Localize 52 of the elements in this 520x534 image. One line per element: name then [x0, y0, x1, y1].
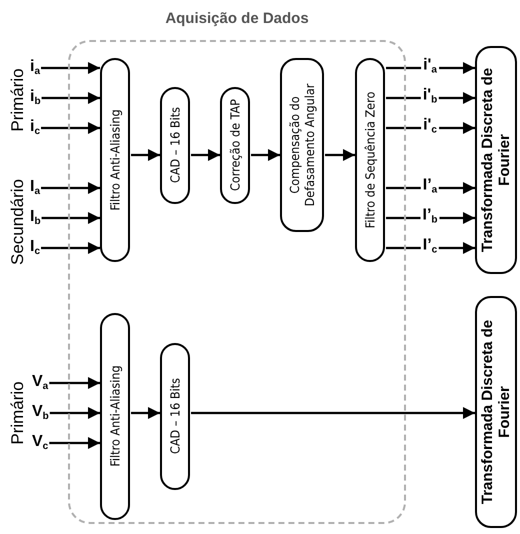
process-box [100, 58, 130, 262]
arrow [41, 182, 100, 194]
arrow [49, 376, 100, 390]
arrow [386, 122, 475, 134]
arrow [50, 406, 100, 420]
signal-label: i$_{c}$ [30, 118, 40, 141]
signal-label: i$_{b}$ [30, 88, 41, 111]
box-label: Filtro de Sequência Zero [362, 90, 377, 230]
process-box [280, 58, 324, 232]
group-title: Aquisição de Dados [164, 10, 310, 27]
arrow [191, 406, 475, 420]
arrow [386, 212, 475, 224]
arrow [131, 148, 160, 162]
arrow [386, 182, 475, 194]
process-box [220, 86, 250, 204]
arrow [42, 212, 100, 224]
side-label: Secundário [8, 179, 28, 265]
process-box [475, 296, 517, 528]
arrow [251, 148, 280, 162]
arrow [386, 242, 475, 254]
signal-label: V$_{c}$ [32, 433, 48, 456]
box-label: Transformada Discreta de Fourier [479, 318, 513, 506]
arrow [131, 406, 160, 420]
signal-label: I$_{a}$ [30, 178, 40, 201]
arrow [41, 62, 100, 74]
arrow [191, 148, 220, 162]
arrow [42, 92, 100, 104]
box-label: Compensação do Defasamento Angular [286, 82, 316, 208]
signal-label: I$_{b}$ [30, 208, 41, 231]
signal-label: V$_{b}$ [32, 403, 49, 426]
arrow [386, 92, 475, 104]
arrow [325, 148, 355, 162]
process-box [160, 86, 190, 204]
arrow [386, 62, 475, 74]
box-label: CAD – 16 Bits [167, 377, 182, 456]
process-box [354, 58, 384, 262]
process-box [100, 312, 130, 520]
signal-label: i$_{a}$ [30, 58, 40, 81]
process-box [160, 342, 190, 490]
box-label: Filtro Anti-Aliasing [107, 364, 122, 469]
side-label: Primário [8, 68, 28, 132]
signal-label: V$_{a}$ [32, 373, 48, 396]
arrow [49, 436, 100, 450]
signal-label: I$_{c}$ [30, 238, 40, 261]
process-box [475, 46, 517, 274]
arrow [41, 122, 100, 134]
arrow [41, 242, 100, 254]
side-label: Primário [8, 381, 28, 445]
box-label: Filtro Anti-Aliasing [107, 108, 122, 212]
box-label: CAD – 16 Bits [167, 106, 182, 185]
box-label: Transformada Discreta de Fourier [479, 66, 513, 254]
box-label: Correção de TAP [227, 98, 242, 193]
